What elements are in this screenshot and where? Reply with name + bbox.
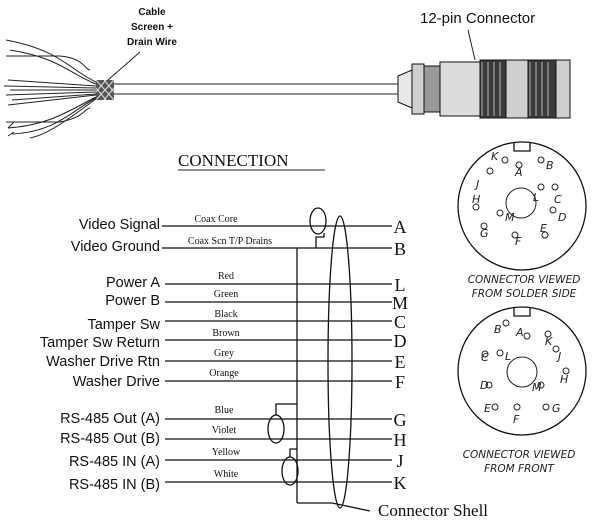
view-caption-line: CONNECTOR VIEWED — [468, 274, 581, 286]
pin-letter: H — [394, 430, 407, 450]
pin-labels: B A K C L J H D M G F E — [480, 319, 570, 426]
svg-text:G: G — [552, 402, 561, 415]
svg-text:G: G — [480, 227, 489, 240]
signal-label: Video Signal — [79, 217, 160, 233]
view-caption-line: FROM FRONT — [484, 463, 555, 475]
svg-text:B: B — [546, 159, 554, 172]
wire-colour-label: Grey — [214, 348, 234, 359]
svg-text:K: K — [545, 335, 553, 348]
svg-text:M: M — [505, 211, 515, 224]
svg-text:L: L — [505, 350, 511, 363]
wire-colour-label: Red — [218, 271, 234, 282]
pin-letter: K — [394, 473, 407, 493]
pin-letter: L — [395, 275, 406, 295]
wire-colour-label: Blue — [215, 405, 234, 416]
wire-colour-label: Coax Scn T/P Drains — [188, 236, 272, 247]
svg-text:H: H — [472, 193, 480, 206]
pin-letter: B — [394, 239, 406, 259]
signal-label: Washer Drive — [73, 374, 160, 390]
svg-text:F: F — [515, 235, 522, 248]
view-caption-line: CONNECTOR VIEWED — [463, 449, 576, 461]
connector-view-front: B A K C L J H D M G F E CONNECTOR VIEWED… — [457, 306, 587, 475]
svg-text:A: A — [515, 326, 524, 339]
wire-colour-label: Violet — [212, 425, 237, 436]
svg-text:K: K — [491, 150, 499, 163]
svg-text:L: L — [533, 191, 539, 204]
wire-colour-label: White — [214, 469, 239, 480]
pin-letter: D — [394, 331, 407, 351]
wire-colour-label: Coax Core — [194, 214, 238, 225]
svg-text:C: C — [554, 193, 562, 206]
svg-text:B: B — [494, 323, 502, 336]
signal-label: Tamper Sw — [87, 317, 160, 333]
svg-text:Cable: Cable — [138, 7, 166, 18]
wire-colour-label: Orange — [209, 368, 239, 379]
signal-rows: Video Signal Coax Core A Video Ground Co… — [40, 214, 408, 493]
cable-screen-label: Cable Screen + Drain Wire — [127, 7, 177, 48]
pin-letter: J — [396, 451, 403, 471]
cable-screen-braid — [95, 79, 115, 101]
svg-text:Screen +: Screen + — [131, 22, 173, 33]
svg-text:H: H — [560, 373, 568, 386]
pin-letter: M — [392, 293, 408, 313]
svg-text:J: J — [474, 178, 479, 191]
pin-letter: A — [394, 217, 407, 237]
wire-colour-label: Yellow — [212, 447, 241, 458]
signal-label: RS-485 IN (A) — [69, 454, 160, 470]
svg-text:F: F — [513, 413, 520, 426]
signal-label: Power A — [106, 275, 160, 291]
signal-label: RS-485 Out (B) — [60, 431, 160, 447]
pin-letter: E — [395, 352, 406, 372]
connector-shell-label: Connector Shell — [378, 501, 488, 520]
pin-labels: K A B J L C H M D G F E — [472, 150, 566, 248]
svg-text:M: M — [532, 381, 542, 394]
svg-text:D: D — [480, 379, 488, 392]
cable-drawing — [4, 29, 571, 139]
wire-colour-label: Brown — [212, 328, 239, 339]
connection-title: CONNECTION — [178, 151, 289, 170]
wire-colour-label: Black — [214, 309, 237, 320]
svg-text:E: E — [484, 402, 491, 415]
svg-text:J: J — [556, 350, 561, 363]
screen-and-pairs — [267, 207, 371, 512]
svg-text:C: C — [481, 351, 489, 364]
pin-letter: G — [394, 410, 407, 430]
signal-label: Tamper Sw Return — [40, 335, 160, 351]
svg-text:Drain Wire: Drain Wire — [127, 37, 177, 48]
signal-label: RS-485 IN (B) — [69, 477, 160, 493]
connector-label: 12-pin Connector — [420, 10, 535, 27]
connector-view-solder-side: K A B J L C H M D G F E CONNECTOR VIEWED… — [457, 141, 587, 300]
signal-label: Power B — [105, 293, 160, 309]
signal-label: RS-485 Out (A) — [60, 411, 160, 427]
pin-letter: F — [395, 372, 405, 392]
svg-text:E: E — [540, 222, 547, 235]
wire-colour-label: Green — [214, 289, 238, 300]
view-caption-line: FROM SOLDER SIDE — [472, 288, 577, 300]
svg-text:D: D — [558, 211, 566, 224]
signal-label: Washer Drive Rtn — [46, 354, 160, 370]
pin-letter: C — [394, 312, 406, 332]
signal-label: Video Ground — [71, 239, 160, 255]
svg-text:A: A — [514, 166, 523, 179]
connector-housing — [397, 59, 571, 119]
